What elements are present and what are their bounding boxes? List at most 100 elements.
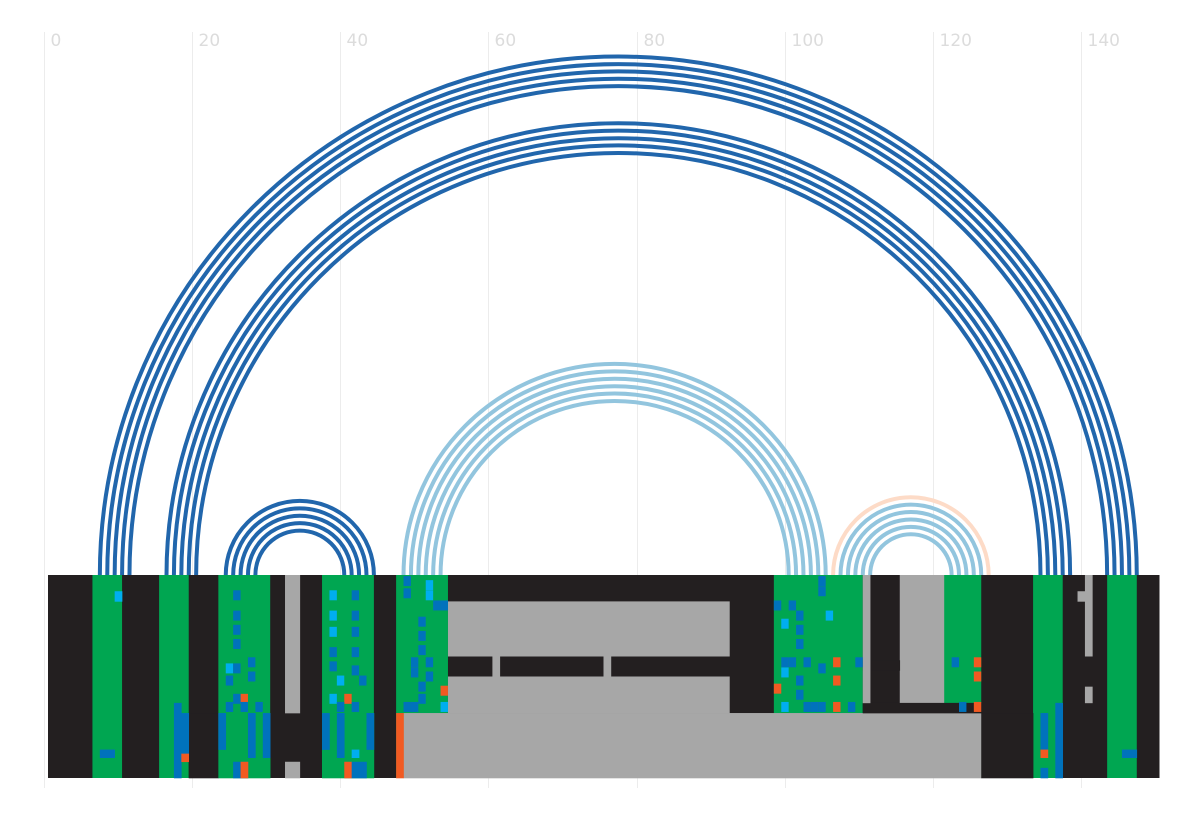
heatmap-cell — [440, 701, 448, 712]
track-overlay — [1040, 749, 1049, 758]
arc-line — [194, 151, 1043, 576]
heatmap-cell — [336, 701, 345, 712]
track-overlay — [285, 761, 301, 779]
track-overlay — [336, 713, 345, 758]
track-overlay — [447, 676, 730, 714]
track-segment — [373, 575, 397, 778]
heatmap-cell — [973, 701, 982, 712]
track-overlay — [403, 713, 982, 779]
track-overlay — [322, 713, 330, 750]
track-heatmap — [48, 575, 1160, 779]
heatmap-cell — [773, 600, 782, 611]
track-overlay — [492, 656, 501, 677]
track-segment — [48, 575, 93, 778]
heatmap-cell — [796, 675, 804, 686]
heatmap-cell — [240, 701, 248, 712]
track-overlay — [1084, 575, 1093, 657]
heatmap-cell — [796, 610, 804, 621]
track-overlay — [366, 713, 375, 750]
heatmap-cell — [781, 618, 789, 629]
heatmap-cell — [803, 701, 811, 712]
track-overlay — [181, 713, 190, 754]
arc-line — [120, 77, 1117, 576]
x-tick-label: 120 — [940, 31, 972, 51]
heatmap-cell — [803, 657, 811, 668]
heatmap-cell — [225, 701, 234, 712]
track-overlay — [862, 660, 901, 671]
track-overlay — [114, 591, 123, 602]
heatmap-cell — [855, 657, 863, 668]
heatmap-cell — [233, 590, 241, 601]
arc-line — [223, 499, 376, 576]
arc-line — [860, 524, 962, 576]
arc-line — [408, 369, 821, 576]
arc-line — [179, 136, 1058, 576]
heatmap-cell — [440, 600, 448, 611]
track-overlay — [240, 761, 249, 779]
x-tick-label: 100 — [792, 31, 824, 51]
heatmap-cell — [781, 657, 789, 668]
heatmap-cell — [351, 626, 360, 637]
track-overlay — [262, 713, 271, 758]
x-tick-label: 140 — [1088, 31, 1120, 51]
track-overlay — [1077, 591, 1086, 602]
arc-line — [423, 384, 806, 576]
track-overlay — [603, 656, 612, 677]
heatmap-cell — [233, 610, 241, 621]
track-segment — [92, 575, 123, 778]
heatmap-cell — [433, 600, 441, 611]
heatmap-cell — [973, 657, 982, 668]
heatmap-cell — [403, 701, 411, 712]
track-overlay — [247, 713, 256, 758]
track-overlay — [447, 601, 730, 657]
heatmap-cell — [233, 663, 241, 674]
heatmap-cell — [788, 600, 797, 611]
track-overlay — [862, 702, 982, 714]
arc-line — [868, 532, 954, 576]
arc-line — [416, 376, 813, 576]
arc-line — [107, 64, 1129, 575]
heatmap-cell — [425, 580, 434, 591]
heatmap-cell — [255, 701, 263, 712]
track-overlay — [1055, 702, 1064, 779]
arc-line — [431, 391, 799, 576]
heatmap-cell — [410, 657, 419, 668]
x-tick-label: 0 — [51, 31, 62, 51]
arc-line — [245, 521, 354, 576]
track-overlay — [1040, 767, 1049, 779]
heatmap-cell — [351, 590, 360, 601]
arc-line — [186, 144, 1050, 576]
heatmap-cell — [225, 663, 234, 674]
track-overlay — [173, 702, 182, 779]
heatmap-cell — [351, 665, 360, 676]
track-overlay — [218, 713, 227, 750]
x-tick-label: 40 — [347, 31, 369, 51]
track-overlay — [1084, 686, 1093, 704]
heatmap-cell — [418, 681, 426, 692]
heatmap-cell — [825, 610, 834, 621]
heatmap-cell — [781, 701, 789, 712]
heatmap-cell — [818, 701, 826, 712]
heatmap-cell — [351, 701, 360, 712]
track-overlay — [862, 575, 871, 704]
heatmap-cell — [247, 671, 256, 682]
track-overlay — [188, 713, 219, 779]
heatmap-cell — [329, 693, 337, 704]
track-overlay — [351, 761, 367, 779]
heatmap-cell — [336, 675, 345, 686]
heatmap-cell — [233, 639, 241, 650]
heatmap-cell — [818, 586, 826, 597]
heatmap-cell — [225, 675, 234, 686]
arc-line — [838, 502, 984, 576]
x-tick-label: 60 — [495, 31, 517, 51]
arc-line — [438, 398, 791, 576]
track-segment — [1136, 575, 1160, 778]
heatmap-cell — [351, 610, 360, 621]
track-overlay — [1040, 713, 1049, 750]
track-segment — [1107, 575, 1138, 778]
heatmap-cell — [247, 657, 256, 668]
heatmap-cell — [329, 590, 337, 601]
heatmap-cell — [425, 671, 434, 682]
arc-line — [112, 69, 1124, 576]
